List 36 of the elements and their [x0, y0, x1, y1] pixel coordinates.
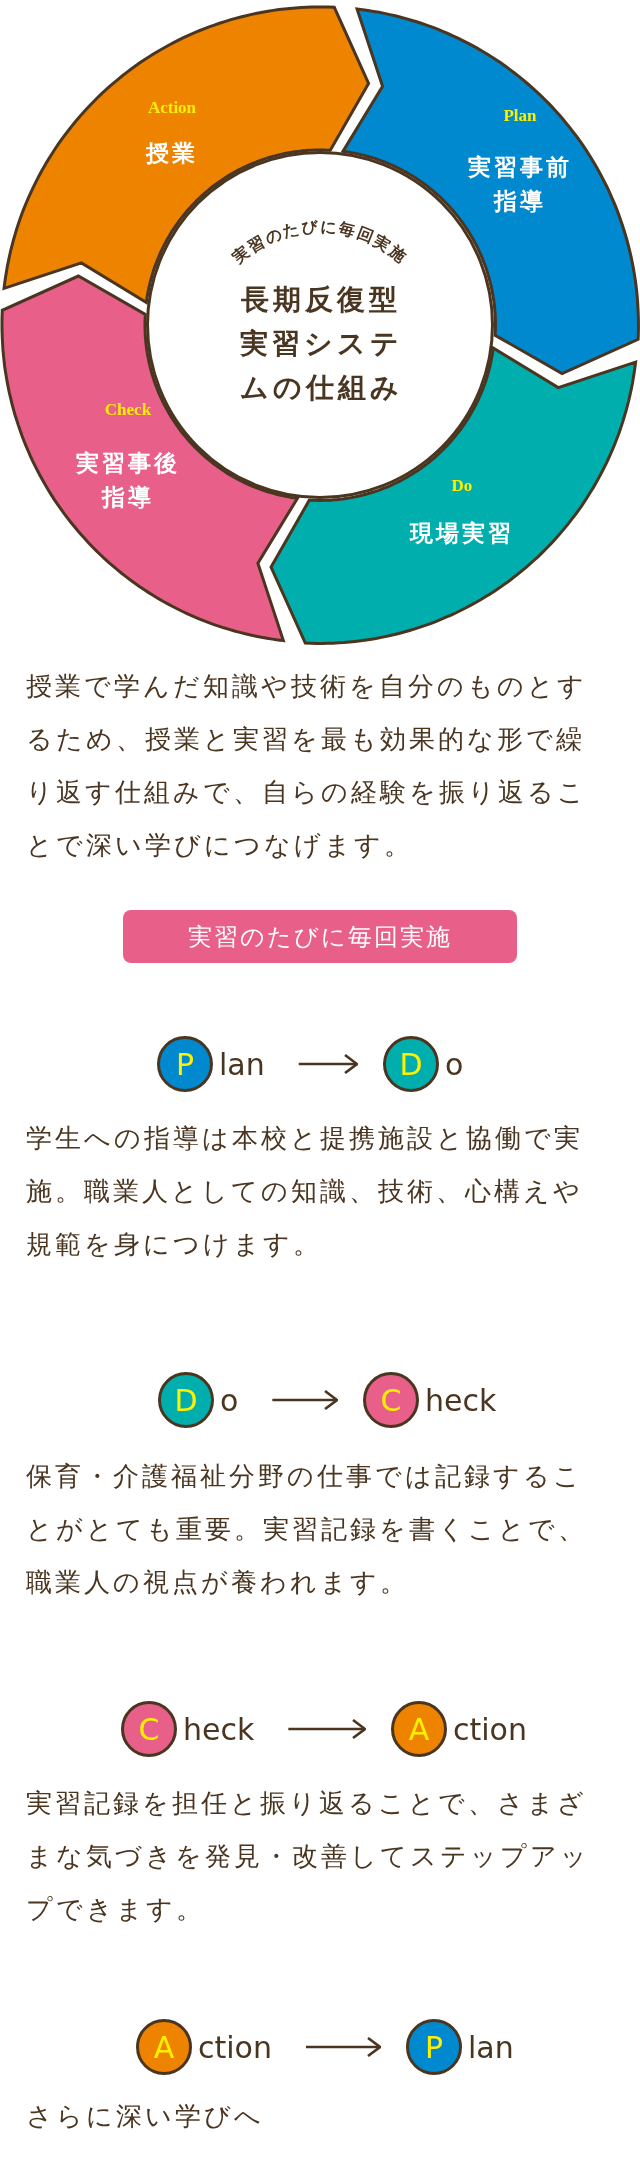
phase-description: 現場実習	[408, 519, 515, 548]
letter-circle: A	[136, 2019, 192, 2075]
phase-description: 授業	[146, 139, 198, 168]
paragraph: 保育・介護福祉分野の仕事では記録することがとても重要。実習記録を書くことで、職業人の視点が養われます。	[26, 1460, 588, 1599]
phase-label: Action	[147, 98, 197, 118]
phase-word-rest: lan	[468, 2029, 514, 2065]
paragraph: さらに深い学びへ	[26, 2100, 265, 2133]
paragraph: 実習記録を担任と振り返ることで、さまざまな気づきを発見・改善してステップアップできます。	[26, 1787, 591, 1926]
phase-word-rest: heck	[183, 1711, 255, 1747]
phase-word-rest: ction	[198, 2029, 272, 2065]
letter-circle: C	[121, 1701, 177, 1757]
section-badge: 実習のたびに毎回実施	[123, 910, 517, 963]
phase-description: 実習事後指導	[75, 449, 181, 512]
arrow	[272, 1389, 339, 1411]
arrow	[288, 1718, 367, 1740]
arrow	[305, 2036, 382, 2058]
phase-word-rest: o	[220, 1382, 239, 1418]
phase-word-rest: lan	[219, 1046, 265, 1082]
phase-word-rest: heck	[425, 1382, 497, 1418]
letter-circle: C	[363, 1372, 419, 1428]
phase-word-rest: o	[445, 1046, 464, 1082]
center-heading: 長期反復型実習システムの仕組み	[238, 282, 404, 406]
phase-word-rest: ction	[453, 1711, 527, 1747]
phase-label: Do	[451, 476, 473, 496]
letter-circle: D	[158, 1372, 214, 1428]
phase-description: 実習事前指導	[467, 153, 573, 216]
arrow	[298, 1053, 359, 1075]
letter-circle: A	[391, 1701, 447, 1757]
phase-label: Plan	[503, 106, 537, 126]
curved-caption: 実習のたびに毎回実施	[228, 216, 412, 268]
letter-circle: P	[406, 2019, 462, 2075]
phase-label: Check	[104, 400, 152, 420]
paragraph: 授業で学んだ知識や技術を自分のものとするため、授業と実習を最も効果的な形で繰り返す仕組みで、自らの経験を振り返ることで深い学びにつなげます。	[26, 670, 588, 862]
letter-circle: P	[157, 1036, 213, 1092]
letter-circle: D	[383, 1036, 439, 1092]
paragraph: 学生への指導は本校と提携施設と協働で実施。職業人としての知識、技術、心構えや規範を身につけます。	[26, 1122, 584, 1261]
